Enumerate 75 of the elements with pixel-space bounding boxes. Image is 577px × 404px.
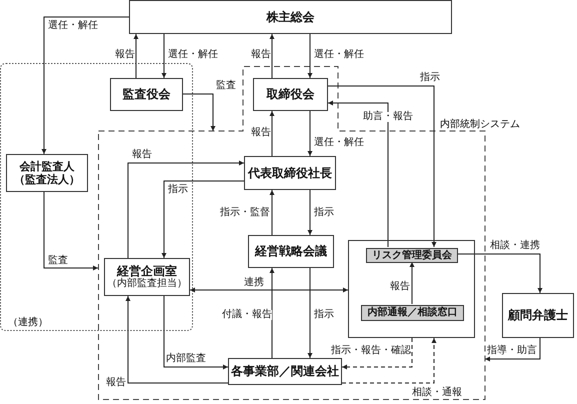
edge-label: 報告: [132, 150, 152, 160]
edge-label: 選任・解任: [168, 50, 218, 60]
edge-label: 選任・解任: [48, 21, 98, 31]
org-box: [248, 235, 334, 268]
edge-label: 助言・報告: [363, 112, 413, 122]
arrow: [328, 100, 388, 248]
arrow: [162, 180, 244, 258]
edge-label: 相談・連携: [490, 241, 540, 251]
region-label: 内部統制システム: [440, 120, 520, 130]
empty-box: [348, 240, 475, 338]
edge-label: 選任・解任: [314, 50, 364, 60]
arrow: [270, 34, 274, 78]
org-box: [129, 0, 452, 34]
edge-label: 監査: [48, 256, 68, 266]
org-box: [104, 258, 190, 296]
edge-label: 内部監査: [166, 354, 206, 364]
arrow: [162, 34, 166, 78]
committee-box: [366, 248, 458, 263]
org-box: [228, 358, 342, 385]
arrow: [44, 192, 98, 270]
box-title: 顧問弁護士: [508, 308, 568, 323]
box-title: 株主総会: [266, 10, 314, 24]
edge-label: 指導・助言: [487, 346, 537, 356]
edge-label: 指示: [420, 73, 440, 83]
edge-label: 報告: [106, 378, 126, 388]
arrow: [182, 94, 216, 132]
arrow: [42, 16, 130, 154]
box-title: 取締役会: [266, 87, 314, 102]
edge-label: 指示・報告・確認: [331, 346, 411, 356]
arrow: [410, 262, 414, 304]
edge-label: 報告: [251, 128, 271, 138]
edge-label: 連携: [244, 278, 264, 288]
box-title: 代表取締役社長: [248, 166, 332, 180]
arrow: [308, 34, 312, 78]
org-box: [6, 154, 88, 192]
edge-label: 指示: [314, 208, 334, 218]
box-title: 会計監査人（監査法人）: [13, 160, 81, 186]
box-title: 内部通報／相談窓口: [368, 307, 458, 319]
box-title: リスク管理委員会: [372, 250, 452, 262]
arrow: [128, 160, 244, 258]
committee-box: [361, 305, 464, 321]
arrow: [342, 338, 412, 370]
org-box: [253, 78, 328, 111]
box-title: 経営戦略会議: [255, 244, 327, 259]
edge-label: 相談・通報: [412, 388, 462, 398]
arrow: [456, 254, 542, 294]
edge-label: 報告: [251, 50, 271, 60]
arrow: [164, 296, 228, 370]
edge-label: 監査: [216, 81, 236, 91]
org-box: [110, 78, 183, 111]
arrow: [134, 34, 138, 78]
edge-label: 指示・監督: [220, 208, 270, 218]
edge-label: 付議・報告: [222, 310, 272, 320]
box-title: 監査役会: [122, 87, 170, 102]
org-box: [502, 293, 574, 338]
edge-label: 指示: [314, 310, 334, 320]
box-title: 経営企画室: [117, 264, 177, 278]
box-subtitle: （内部監査担当）: [107, 278, 187, 290]
edge-label: 報告: [115, 50, 135, 60]
arrow: [308, 268, 312, 358]
org-box: [244, 156, 336, 190]
arrow: [308, 110, 312, 156]
arrow: [484, 338, 540, 362]
arrow: [328, 86, 436, 248]
arrow: [270, 110, 274, 156]
edge-label: 指示: [168, 185, 188, 195]
arrow: [126, 296, 228, 384]
arrow: [270, 268, 274, 358]
arrow: [190, 288, 348, 292]
arrow: [308, 190, 312, 236]
edge-label: 報告: [390, 282, 410, 292]
arrow: [270, 190, 274, 236]
arrow: [342, 338, 436, 384]
box-title: 各事業部／関連会社: [231, 364, 339, 379]
edge-label: 選任・解任: [314, 138, 364, 148]
